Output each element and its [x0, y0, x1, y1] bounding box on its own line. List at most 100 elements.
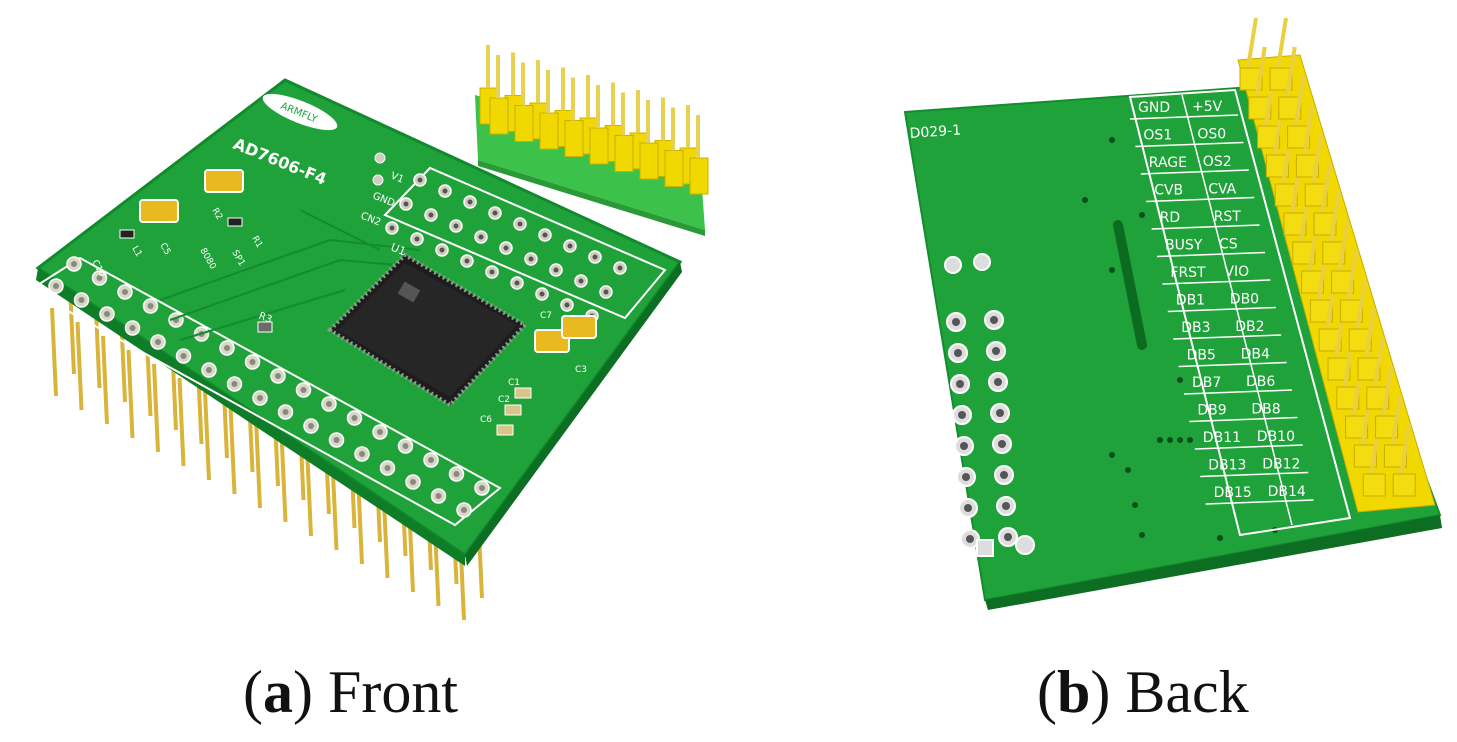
top-pad-hole — [517, 221, 523, 227]
gnd-pad — [372, 174, 384, 186]
silk-label-u1: U1 — [389, 241, 408, 259]
back-header-pin — [1381, 365, 1394, 417]
header-pad-hole — [377, 429, 383, 435]
back-header-pin — [1372, 336, 1385, 388]
back-pad-hole — [956, 380, 964, 388]
top-pad-hole — [442, 188, 448, 194]
back-header-sleeve — [1265, 154, 1289, 178]
back-pad-hole — [1004, 533, 1012, 541]
front-board-illustration: ARMFLY AD7606-F4 V1 GND CN2 U1 R3 C1 C2 … — [28, 45, 709, 620]
gold-pin — [177, 377, 186, 467]
header-pad-hole — [333, 437, 340, 443]
top-pad-hole — [539, 291, 545, 297]
back-header-sleeve — [1313, 212, 1337, 236]
pin-label-row-rule — [1162, 279, 1271, 285]
back-header-sleeve — [1383, 444, 1407, 468]
adi-logo-icon — [397, 281, 421, 303]
back-header-sleeve — [1269, 67, 1293, 91]
silk-label-c3: C3 — [575, 365, 587, 375]
u1-chip-top — [338, 263, 517, 397]
pin-label-row-rule — [1189, 416, 1298, 423]
pin-label-right: DB14 — [1268, 484, 1306, 500]
back-header-sleeve — [1304, 183, 1328, 207]
back-header-sleeve — [1295, 154, 1319, 178]
back-header-pin — [1246, 17, 1258, 69]
back-header-pin — [1311, 133, 1324, 185]
silk-label-c7: C7 — [540, 311, 552, 321]
back-header-sleeve — [1257, 125, 1281, 149]
back-header-sleeve — [1278, 96, 1302, 120]
pin-label-row-rule — [1146, 196, 1255, 203]
back-header-pin — [1320, 162, 1332, 214]
back-pad-hole — [1002, 502, 1010, 510]
detached-pin-sleeve — [664, 150, 684, 187]
gold-pin — [254, 419, 262, 509]
top-pad-hole — [592, 254, 598, 260]
pin-label-right: +5V — [1192, 99, 1223, 115]
back-header-sleeve — [1309, 299, 1333, 323]
gold-pin — [305, 447, 313, 537]
pin-label-column-rule — [1181, 94, 1293, 526]
pin-label-left: DB11 — [1203, 430, 1241, 446]
header-pad-hole — [231, 381, 238, 387]
gold-pin — [126, 349, 135, 439]
pin-label-left: DB9 — [1197, 403, 1226, 419]
caption-front-close: ) — [292, 659, 313, 725]
header-pad-hole — [308, 423, 314, 429]
back-pad — [1015, 535, 1035, 555]
header-pad-hole — [147, 303, 154, 309]
back-header-sleeve — [1301, 270, 1325, 294]
back-header-pin — [1302, 104, 1315, 156]
back-pad-hole — [954, 349, 962, 357]
smd-c2 — [504, 404, 522, 416]
back-pad-hole — [966, 535, 974, 543]
back-pcb-edge — [985, 515, 1442, 610]
top-pad-hole — [578, 278, 584, 284]
caption-back-letter: b — [1056, 659, 1091, 725]
top-pad-hole — [564, 302, 570, 308]
header-pad-hole — [206, 367, 212, 373]
back-header-pin — [1364, 307, 1376, 359]
top-pad-hole — [553, 267, 559, 273]
header-pad-hole — [275, 373, 281, 379]
header-pad-hole — [461, 507, 467, 513]
back-header-sleeve — [1392, 473, 1416, 497]
front-top-pads — [372, 152, 627, 323]
top-pad-hole — [603, 289, 609, 295]
back-header-pin — [1355, 278, 1368, 330]
back-header-sleeve — [1292, 241, 1316, 265]
pin-label-right: DB6 — [1246, 374, 1275, 390]
caption-back-text: Back — [1110, 659, 1249, 725]
back-pad-hole — [1000, 471, 1008, 479]
top-pad-hole — [542, 232, 548, 238]
top-pad-hole — [492, 210, 498, 216]
back-header-sleeve — [1345, 415, 1369, 439]
back-square-pad — [976, 539, 994, 557]
top-pad-hole — [428, 212, 434, 218]
gold-pin — [50, 307, 58, 397]
back-pad-hole — [990, 316, 998, 324]
pin-label-row-rule — [1194, 444, 1303, 450]
back-header-sleeve — [1366, 386, 1390, 410]
back-header-sleeve — [1336, 386, 1360, 410]
top-pad-hole — [439, 247, 445, 253]
header-pad-hole — [410, 479, 416, 485]
header-pad-hole — [257, 395, 263, 401]
caption-back-open: ( — [1037, 659, 1057, 725]
back-header-sleeve — [1357, 357, 1381, 381]
header-pad-hole — [282, 409, 289, 415]
back-pad — [944, 256, 962, 274]
gold-pin — [75, 321, 84, 411]
back-header-sleeve — [1239, 67, 1263, 91]
back-header-sleeve — [1375, 415, 1399, 439]
pin-label-right: DB8 — [1251, 402, 1280, 418]
header-pad-hole — [249, 359, 256, 365]
back-header-pin — [1293, 75, 1306, 127]
resistor-r2 — [227, 217, 243, 227]
caption-front: (a) Front — [243, 652, 458, 732]
header-pad-hole — [359, 451, 365, 457]
back-vias — [1082, 137, 1278, 541]
pin-label-left: OS1 — [1143, 128, 1172, 144]
back-header-sleeve — [1274, 183, 1298, 207]
